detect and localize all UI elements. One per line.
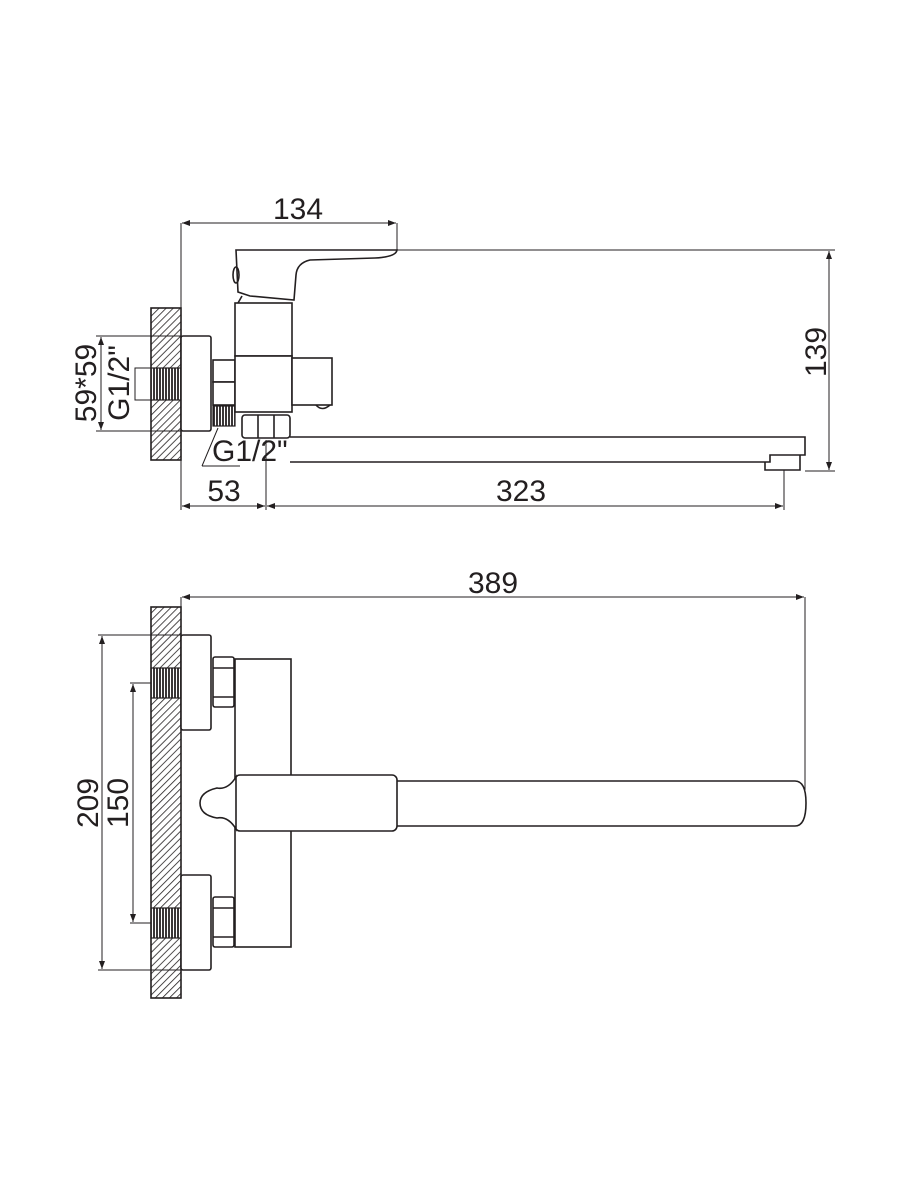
top-view: 389 209 150: [72, 567, 807, 999]
inlet-thread-lower: [150, 907, 182, 939]
lever-handle: [234, 774, 398, 832]
nut-lower: [212, 896, 235, 948]
dim-323: 323: [496, 475, 546, 508]
escutcheon: [180, 335, 212, 432]
small-thread: [212, 405, 236, 427]
escutcheon-lower: [180, 874, 212, 971]
dim-150: 150: [102, 778, 135, 828]
dim-134: 134: [273, 193, 323, 226]
spout: [290, 436, 806, 463]
lever-handle: [235, 249, 398, 301]
inlet-nut: [212, 359, 236, 383]
side-view: G1/2" 134 139 59*59 G1/2" 53 323: [70, 193, 835, 510]
wall-section: [150, 606, 182, 999]
inlet-thread-upper: [150, 667, 182, 699]
dim-plate-size: 59*59: [70, 344, 103, 422]
dim-53: 53: [207, 475, 240, 508]
nut-upper: [212, 656, 235, 708]
inlet-thread: [150, 367, 182, 401]
inlet-thread-label: G1/2": [103, 345, 136, 421]
handle-cap: [199, 774, 237, 832]
spout: [389, 780, 807, 827]
outlet-nut: [241, 414, 291, 439]
dim-209: 209: [72, 778, 105, 828]
dim-139: 139: [800, 327, 833, 377]
escutcheon-upper: [180, 634, 212, 731]
mixer-body: [234, 302, 293, 357]
outlet-thread-label: G1/2": [212, 435, 288, 468]
dim-389: 389: [468, 567, 518, 600]
